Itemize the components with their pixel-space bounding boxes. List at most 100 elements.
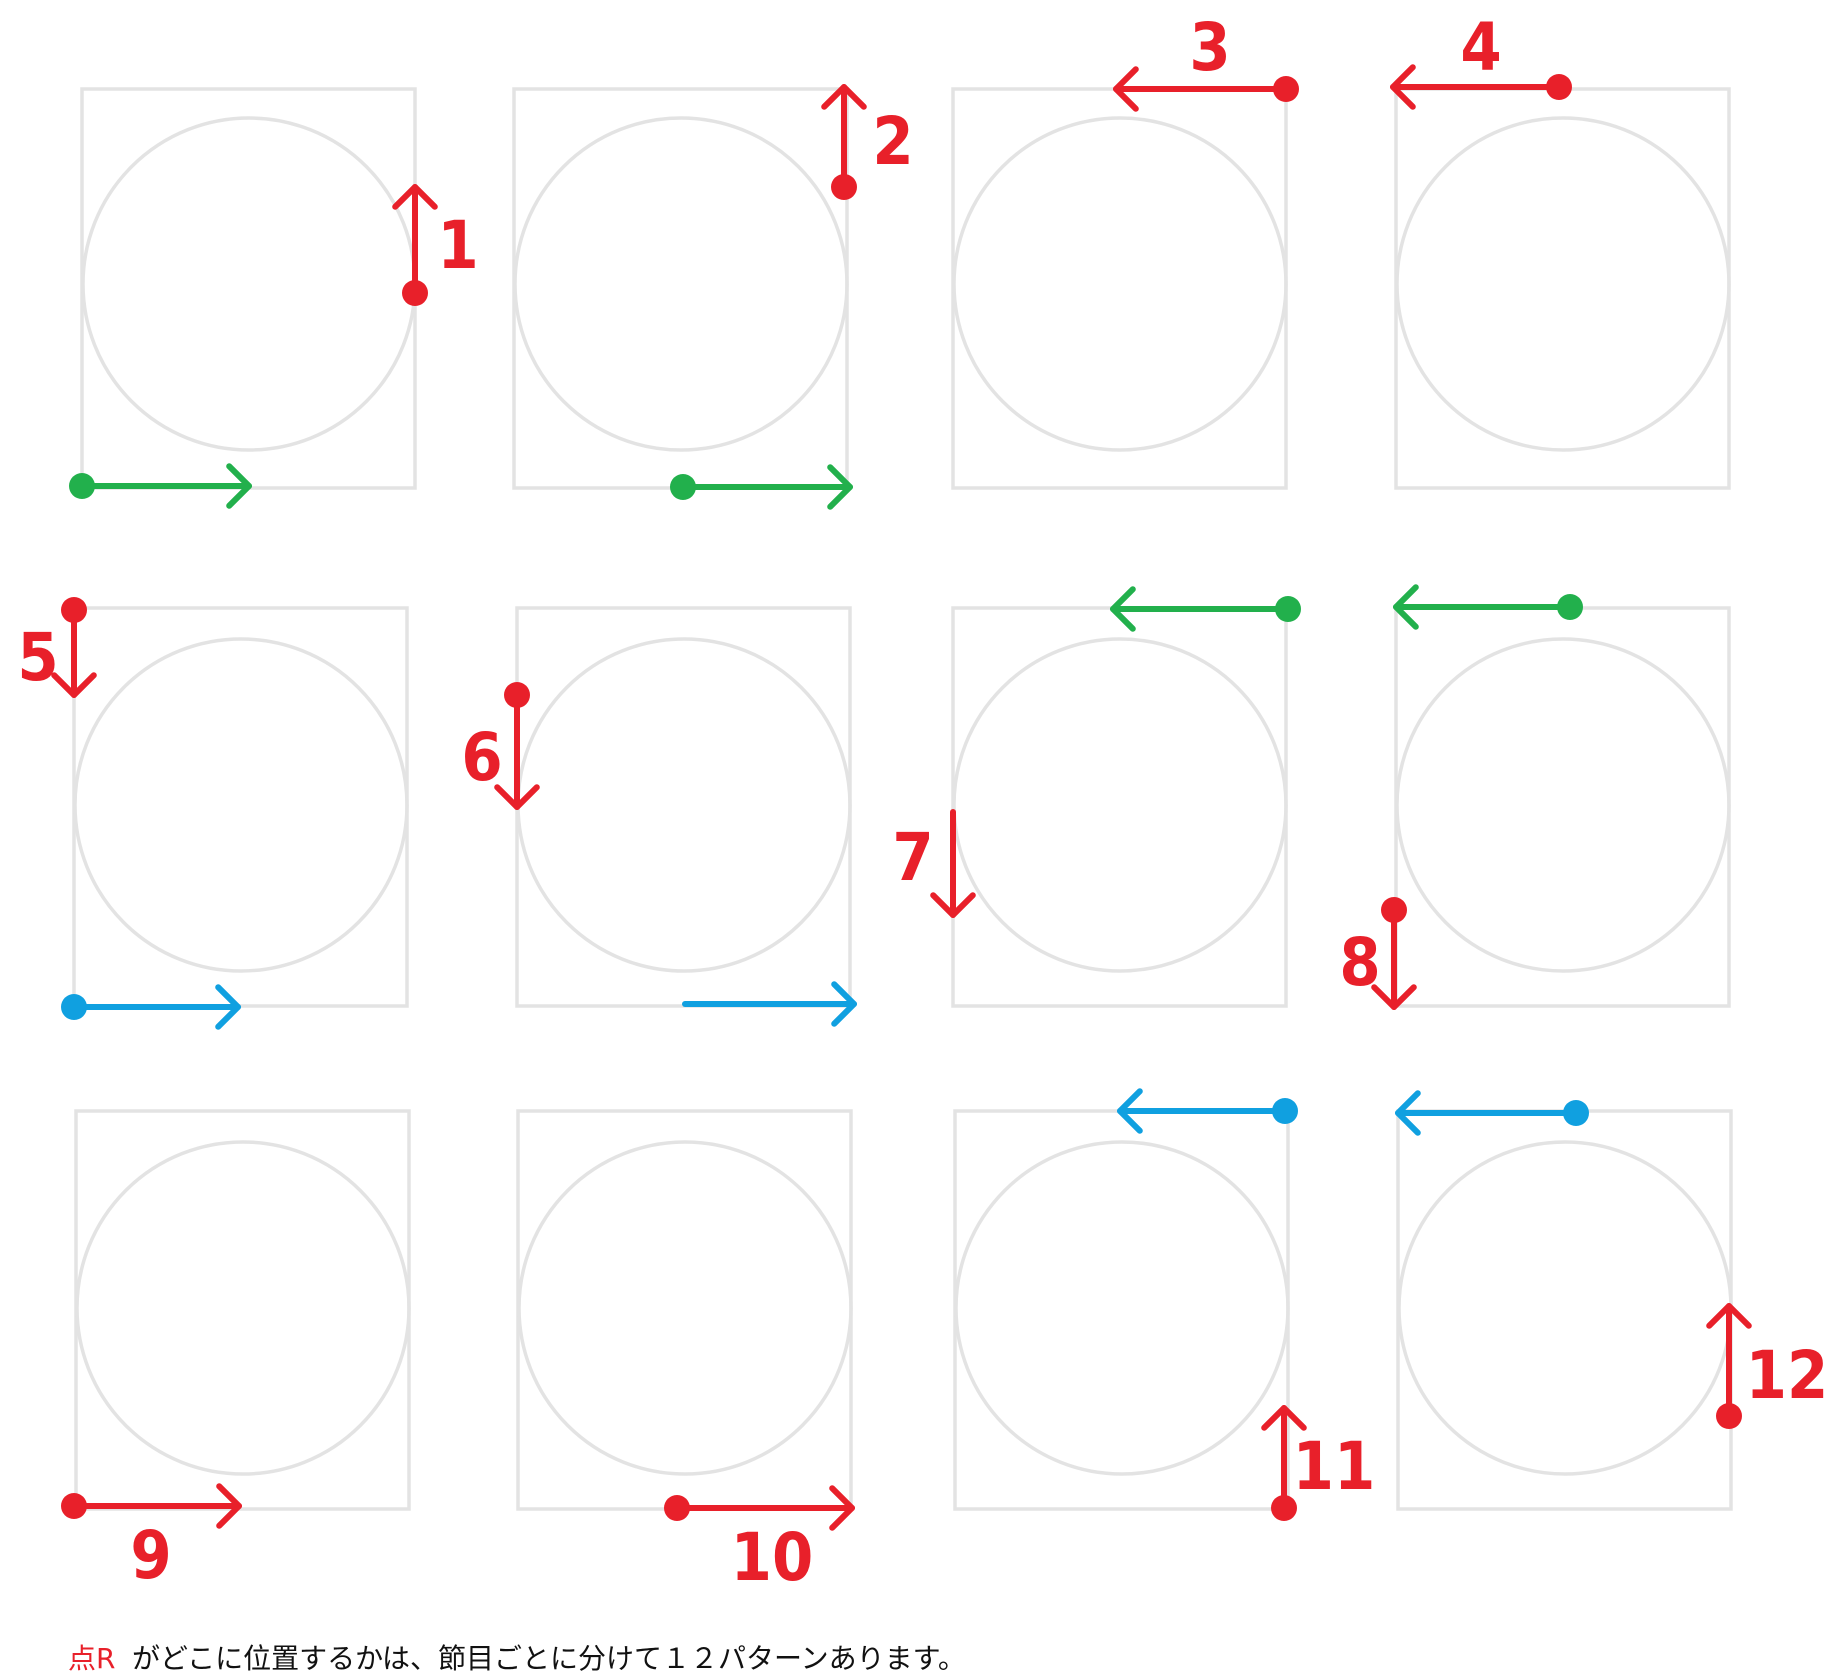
motion-arrows <box>51 64 1752 1531</box>
point-r-arrow-6-dot <box>504 682 530 708</box>
point-r-arrow-10-dot <box>664 1495 690 1521</box>
green-arrow-4-dot <box>1557 594 1583 620</box>
point-r-arrow-6 <box>494 682 540 810</box>
point-r-arrow-2-head <box>821 84 867 110</box>
point-r-arrow-9 <box>61 1483 242 1529</box>
point-r-arrow-4-dot <box>1546 74 1572 100</box>
pattern-label-1: 1 <box>437 207 478 284</box>
green-arrow-2 <box>670 464 853 510</box>
pattern-label-4: 4 <box>1460 9 1501 86</box>
panel-5-circle <box>73 637 409 973</box>
green-arrow-3-head <box>1110 586 1136 632</box>
green-arrow-1 <box>69 463 252 509</box>
blue-arrow-3 <box>1117 1088 1298 1134</box>
point-r-arrow-12-head <box>1706 1303 1752 1329</box>
blue-arrow-3-head <box>1117 1088 1143 1134</box>
point-r-arrow-5 <box>51 597 97 698</box>
point-r-arrow-11-dot <box>1271 1495 1297 1521</box>
point-r-arrow-11 <box>1261 1405 1307 1521</box>
green-arrow-4-head <box>1393 584 1419 630</box>
point-r-arrow-1-head <box>392 184 438 210</box>
green-arrow-1-dot <box>69 473 95 499</box>
pattern-label-12: 12 <box>1746 1337 1829 1414</box>
green-arrow-2-head <box>827 464 853 510</box>
panel-6-circle <box>516 637 852 973</box>
panel-8-square <box>1394 606 1731 1008</box>
pattern-label-6: 6 <box>461 719 502 796</box>
panel-4-circle <box>1395 116 1731 452</box>
panel-5-square <box>72 606 409 1008</box>
panel-6-square <box>515 606 852 1008</box>
caption-text: がどこに位置するかは、節目ごとに分けて１２パターンあります。 <box>132 1642 966 1675</box>
blue-arrow-1 <box>61 984 241 1030</box>
point-r-arrow-11-head <box>1261 1405 1307 1431</box>
point-r-arrow-8 <box>1371 897 1417 1010</box>
point-r-arrow-3-head <box>1113 66 1139 112</box>
point-r-arrow-4 <box>1390 64 1572 110</box>
blue-arrow-2 <box>682 981 857 1027</box>
point-r-arrow-10 <box>664 1485 855 1531</box>
point-r-arrow-2 <box>821 84 867 200</box>
green-arrow-1-head <box>226 463 252 509</box>
point-r-arrow-5-head <box>51 672 97 698</box>
panel-11-circle <box>954 1140 1290 1476</box>
point-r-arrow-8-dot <box>1381 897 1407 923</box>
panel-4-square <box>1394 87 1731 490</box>
point-r-arrow-3-dot <box>1273 76 1299 102</box>
panel-10-circle <box>517 1140 853 1476</box>
panel-10-square <box>516 1109 853 1511</box>
caption-point-label: 点R <box>68 1642 115 1675</box>
blue-arrow-4-dot <box>1563 1100 1589 1126</box>
panel-7-circle <box>952 637 1288 973</box>
green-arrow-3 <box>1110 586 1301 632</box>
panel-grid <box>72 87 1733 1511</box>
point-r-arrow-1 <box>392 184 438 306</box>
point-r-arrow-3 <box>1113 66 1299 112</box>
green-arrow-4 <box>1393 584 1583 630</box>
blue-arrow-1-dot <box>61 994 87 1020</box>
panel-2-circle <box>513 116 849 452</box>
blue-arrow-2-head <box>831 981 857 1027</box>
pattern-label-3: 3 <box>1189 9 1230 86</box>
green-arrow-3-dot <box>1275 596 1301 622</box>
pattern-label-5: 5 <box>17 619 58 696</box>
point-r-arrow-8-head <box>1371 984 1417 1010</box>
point-r-arrow-5-dot <box>61 597 87 623</box>
pattern-label-11: 11 <box>1293 1428 1376 1505</box>
point-r-arrow-2-dot <box>831 174 857 200</box>
point-r-arrow-12 <box>1706 1303 1752 1429</box>
pattern-label-8: 8 <box>1339 924 1380 1001</box>
blue-arrow-4-head <box>1395 1090 1421 1136</box>
panel-12-circle <box>1397 1140 1733 1476</box>
panel-11-square <box>953 1109 1290 1511</box>
panel-3-square <box>951 87 1288 490</box>
point-r-arrow-9-head <box>216 1483 242 1529</box>
blue-arrow-3-dot <box>1272 1098 1298 1124</box>
panel-2-square <box>512 87 849 490</box>
panel-9-circle <box>75 1140 411 1476</box>
panel-7-square <box>951 606 1288 1008</box>
panel-9-square <box>74 1109 411 1511</box>
panel-3-circle <box>952 116 1288 452</box>
panel-12-square <box>1396 1109 1733 1511</box>
point-r-arrow-7-head <box>930 892 976 918</box>
panel-1-square <box>80 87 417 490</box>
point-r-arrow-4-head <box>1390 64 1416 110</box>
pattern-label-2: 2 <box>872 103 913 180</box>
point-r-arrow-10-head <box>829 1485 855 1531</box>
pattern-label-9: 9 <box>130 1517 171 1594</box>
panel-1-circle <box>81 116 417 452</box>
point-r-arrow-7 <box>930 809 976 918</box>
point-r-arrow-12-dot <box>1716 1403 1742 1429</box>
point-r-arrow-6-head <box>494 784 540 810</box>
point-r-arrow-9-dot <box>61 1493 87 1519</box>
blue-arrow-1-head <box>215 984 241 1030</box>
green-arrow-2-dot <box>670 474 696 500</box>
pattern-label-7: 7 <box>892 819 933 896</box>
pattern-label-10: 10 <box>731 1519 814 1596</box>
blue-arrow-4 <box>1395 1090 1589 1136</box>
point-r-arrow-1-dot <box>402 280 428 306</box>
panel-8-circle <box>1395 637 1731 973</box>
